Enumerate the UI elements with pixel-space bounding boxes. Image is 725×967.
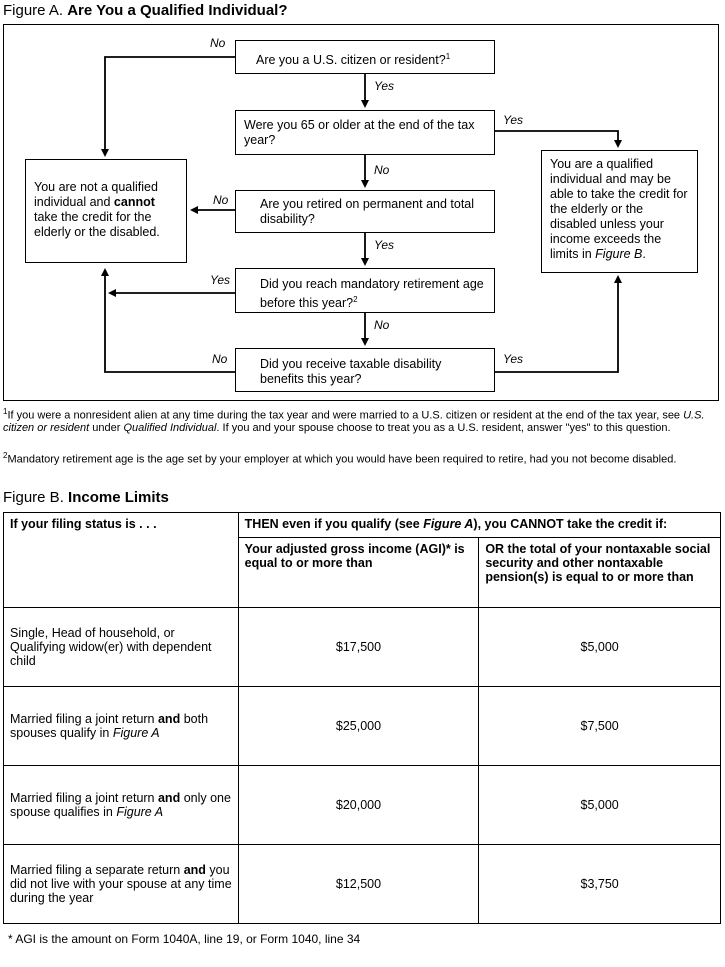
table-header-row-1: If your filing status is . . . THEN even…	[3, 512, 722, 608]
row-status: Married filing a joint return and both s…	[3, 686, 239, 766]
label-yes-retired: Yes	[374, 238, 395, 252]
label-yes-disability: Yes	[503, 352, 524, 366]
question-mandatory-retirement: Did you reach mandatory retirement age b…	[235, 268, 495, 313]
figure-a-label: Figure A.	[3, 2, 64, 19]
figure-a-heading: Are You a Qualified Individual?	[67, 2, 288, 19]
figure-b-label: Figure B.	[3, 489, 64, 506]
label-yes-age: Yes	[503, 113, 524, 127]
header-agi: Your adjusted gross income (AGI)* is equ…	[237, 537, 480, 608]
income-limits-table: If your filing status is . . . THEN even…	[3, 512, 722, 924]
figure-b-title: Figure B. Income Limits	[3, 489, 169, 506]
table-row: Married filing a joint return and both s…	[3, 686, 721, 766]
row-agi: $25,000	[237, 686, 480, 766]
row-pension: $7,500	[478, 686, 721, 766]
footnote-1: 1If you were a nonresident alien at any …	[3, 407, 705, 434]
header-pension: OR the total of your nontaxable social s…	[478, 537, 721, 608]
label-yes-citizen: Yes	[374, 79, 395, 93]
question-retired-disability: Are you retired on permanent and total d…	[235, 190, 495, 233]
label-no-retired: No	[213, 193, 229, 207]
result-qualified: You are a qualified individual and may b…	[541, 150, 698, 273]
table-row: Married filing a joint return and only o…	[3, 765, 721, 845]
label-no-age: No	[374, 163, 390, 177]
table-row: Single, Head of household, or Qualifying…	[3, 607, 721, 687]
row-agi: $12,500	[237, 844, 480, 924]
row-pension: $3,750	[478, 844, 721, 924]
header-filing-status: If your filing status is . . .	[3, 512, 239, 608]
label-no-disability: No	[212, 352, 228, 366]
table-row: Married filing a separate return and you…	[3, 844, 721, 924]
table-header-row-2: Your adjusted gross income (AGI)* is equ…	[4, 537, 721, 608]
row-pension: $5,000	[478, 607, 721, 687]
result-not-qualified: You are not a qualified individual and c…	[25, 159, 187, 263]
flowchart-connectors	[101, 56, 622, 373]
header-then: THEN even if you qualify (see Figure A),…	[237, 512, 722, 538]
row-status: Single, Head of household, or Qualifying…	[3, 607, 239, 687]
figure-b-heading: Income Limits	[68, 489, 169, 506]
row-pension: $5,000	[478, 765, 721, 845]
label-no-mandatory: No	[374, 318, 390, 332]
footnote-2: 2Mandatory retirement age is the age set…	[3, 451, 677, 466]
row-agi: $20,000	[237, 765, 480, 845]
question-citizen: Are you a U.S. citizen or resident?1	[235, 40, 495, 74]
flowchart-frame	[3, 24, 719, 401]
question-age-65: Were you 65 or older at the end of the t…	[235, 110, 495, 155]
label-no-citizen: No	[210, 36, 226, 50]
row-status: Married filing a joint return and only o…	[3, 765, 239, 845]
row-status: Married filing a separate return and you…	[3, 844, 239, 924]
label-yes-mandatory: Yes	[210, 273, 231, 287]
agi-footnote: * AGI is the amount on Form 1040A, line …	[8, 932, 361, 946]
question-taxable-disability: Did you receive taxable disability benef…	[235, 348, 495, 392]
row-agi: $17,500	[237, 607, 480, 687]
figure-a-title: Figure A. Are You a Qualified Individual…	[3, 2, 288, 19]
